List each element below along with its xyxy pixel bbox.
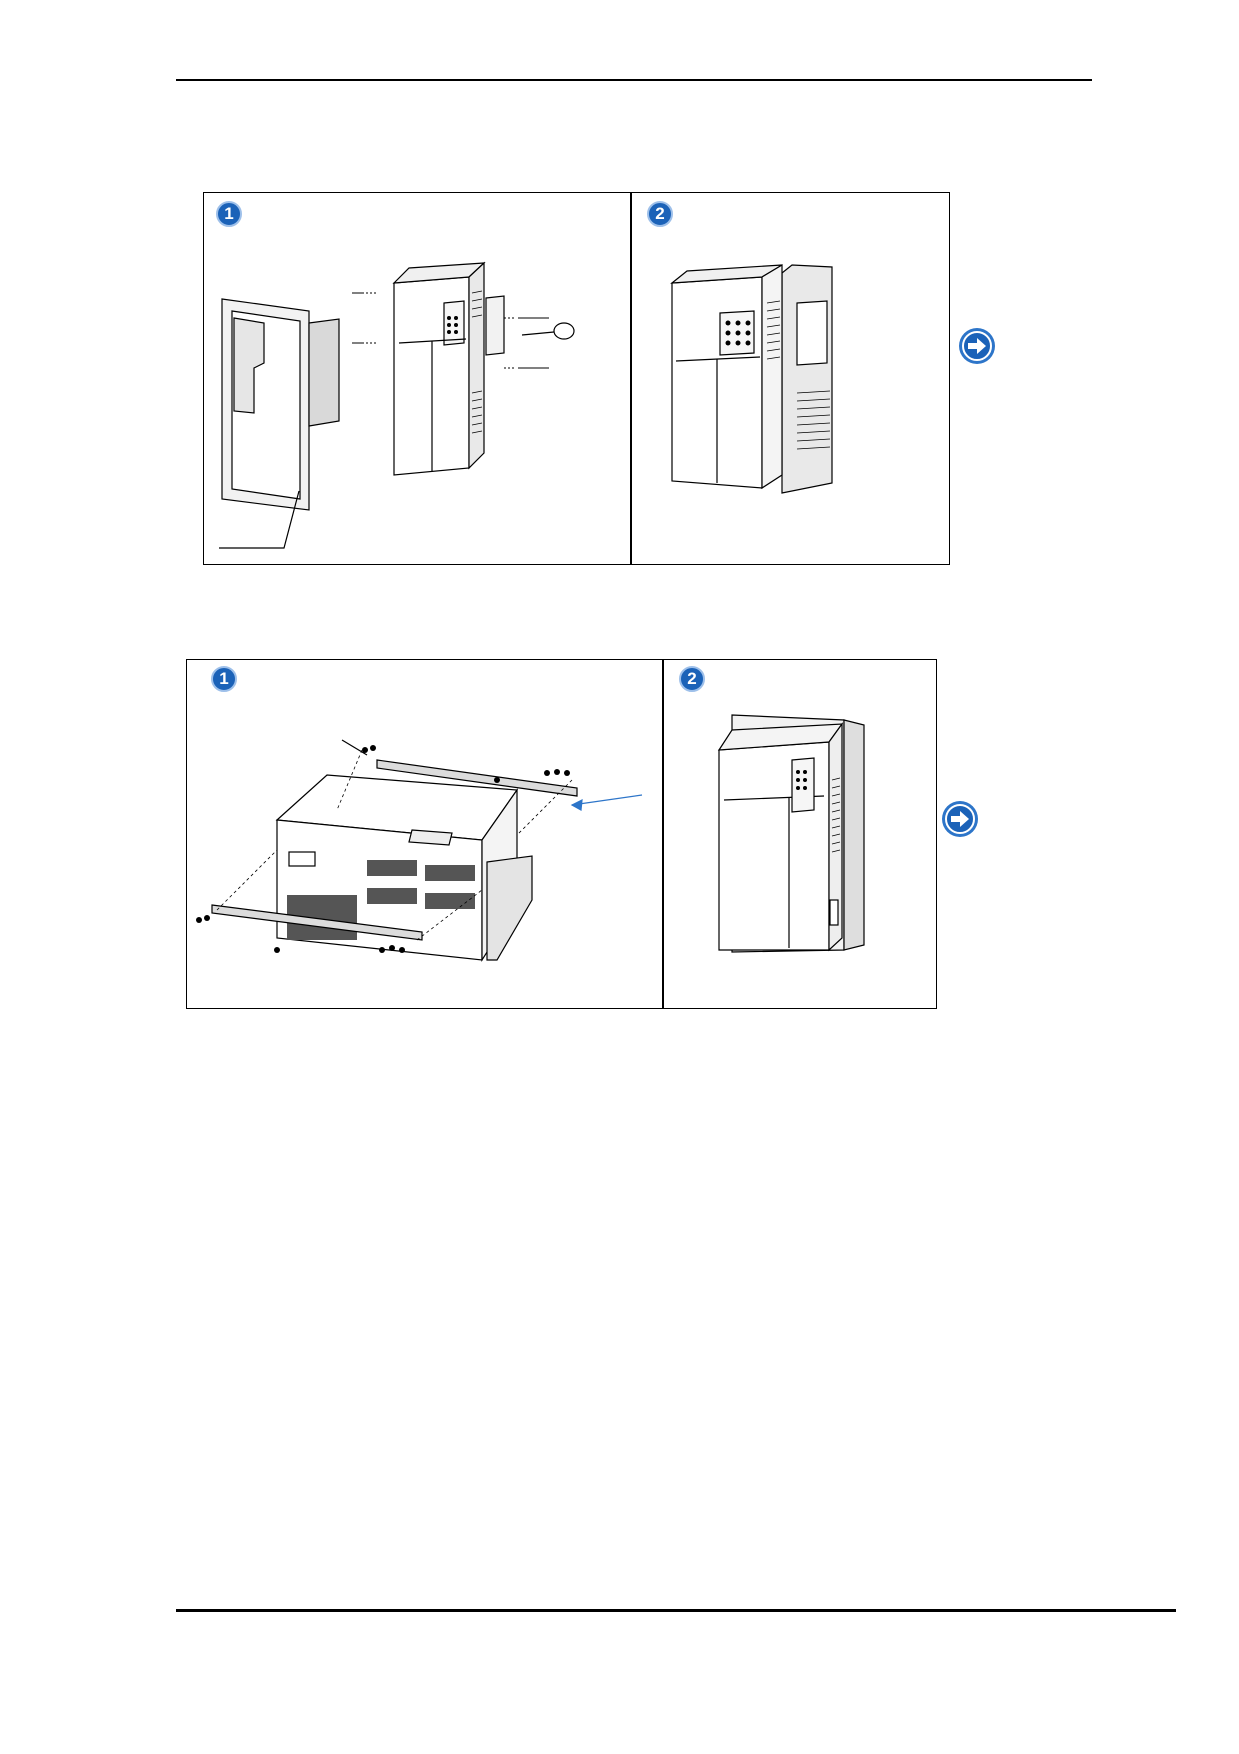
exploded-large-drive-drawing [196, 739, 643, 963]
flange-mount-figure-small: 1 2 [203, 192, 950, 565]
header-rule [176, 79, 1092, 81]
next-step-arrow-icon [942, 801, 978, 837]
flange-mount-figure-large: 1 2 [186, 659, 937, 1009]
step-1-badge: 1 [216, 201, 242, 227]
panel-divider [630, 193, 632, 564]
next-step-arrow-icon [959, 328, 995, 364]
assembled-flange-drawing [670, 263, 833, 494]
exploded-flange-drawing [219, 261, 575, 549]
step-2-badge: 2 [679, 666, 705, 692]
assembled-large-drive-drawing [717, 714, 865, 953]
step-2-badge: 2 [647, 201, 673, 227]
panel-divider [662, 660, 664, 1008]
step-1-badge: 1 [211, 666, 237, 692]
footer-rule [176, 1609, 1176, 1612]
